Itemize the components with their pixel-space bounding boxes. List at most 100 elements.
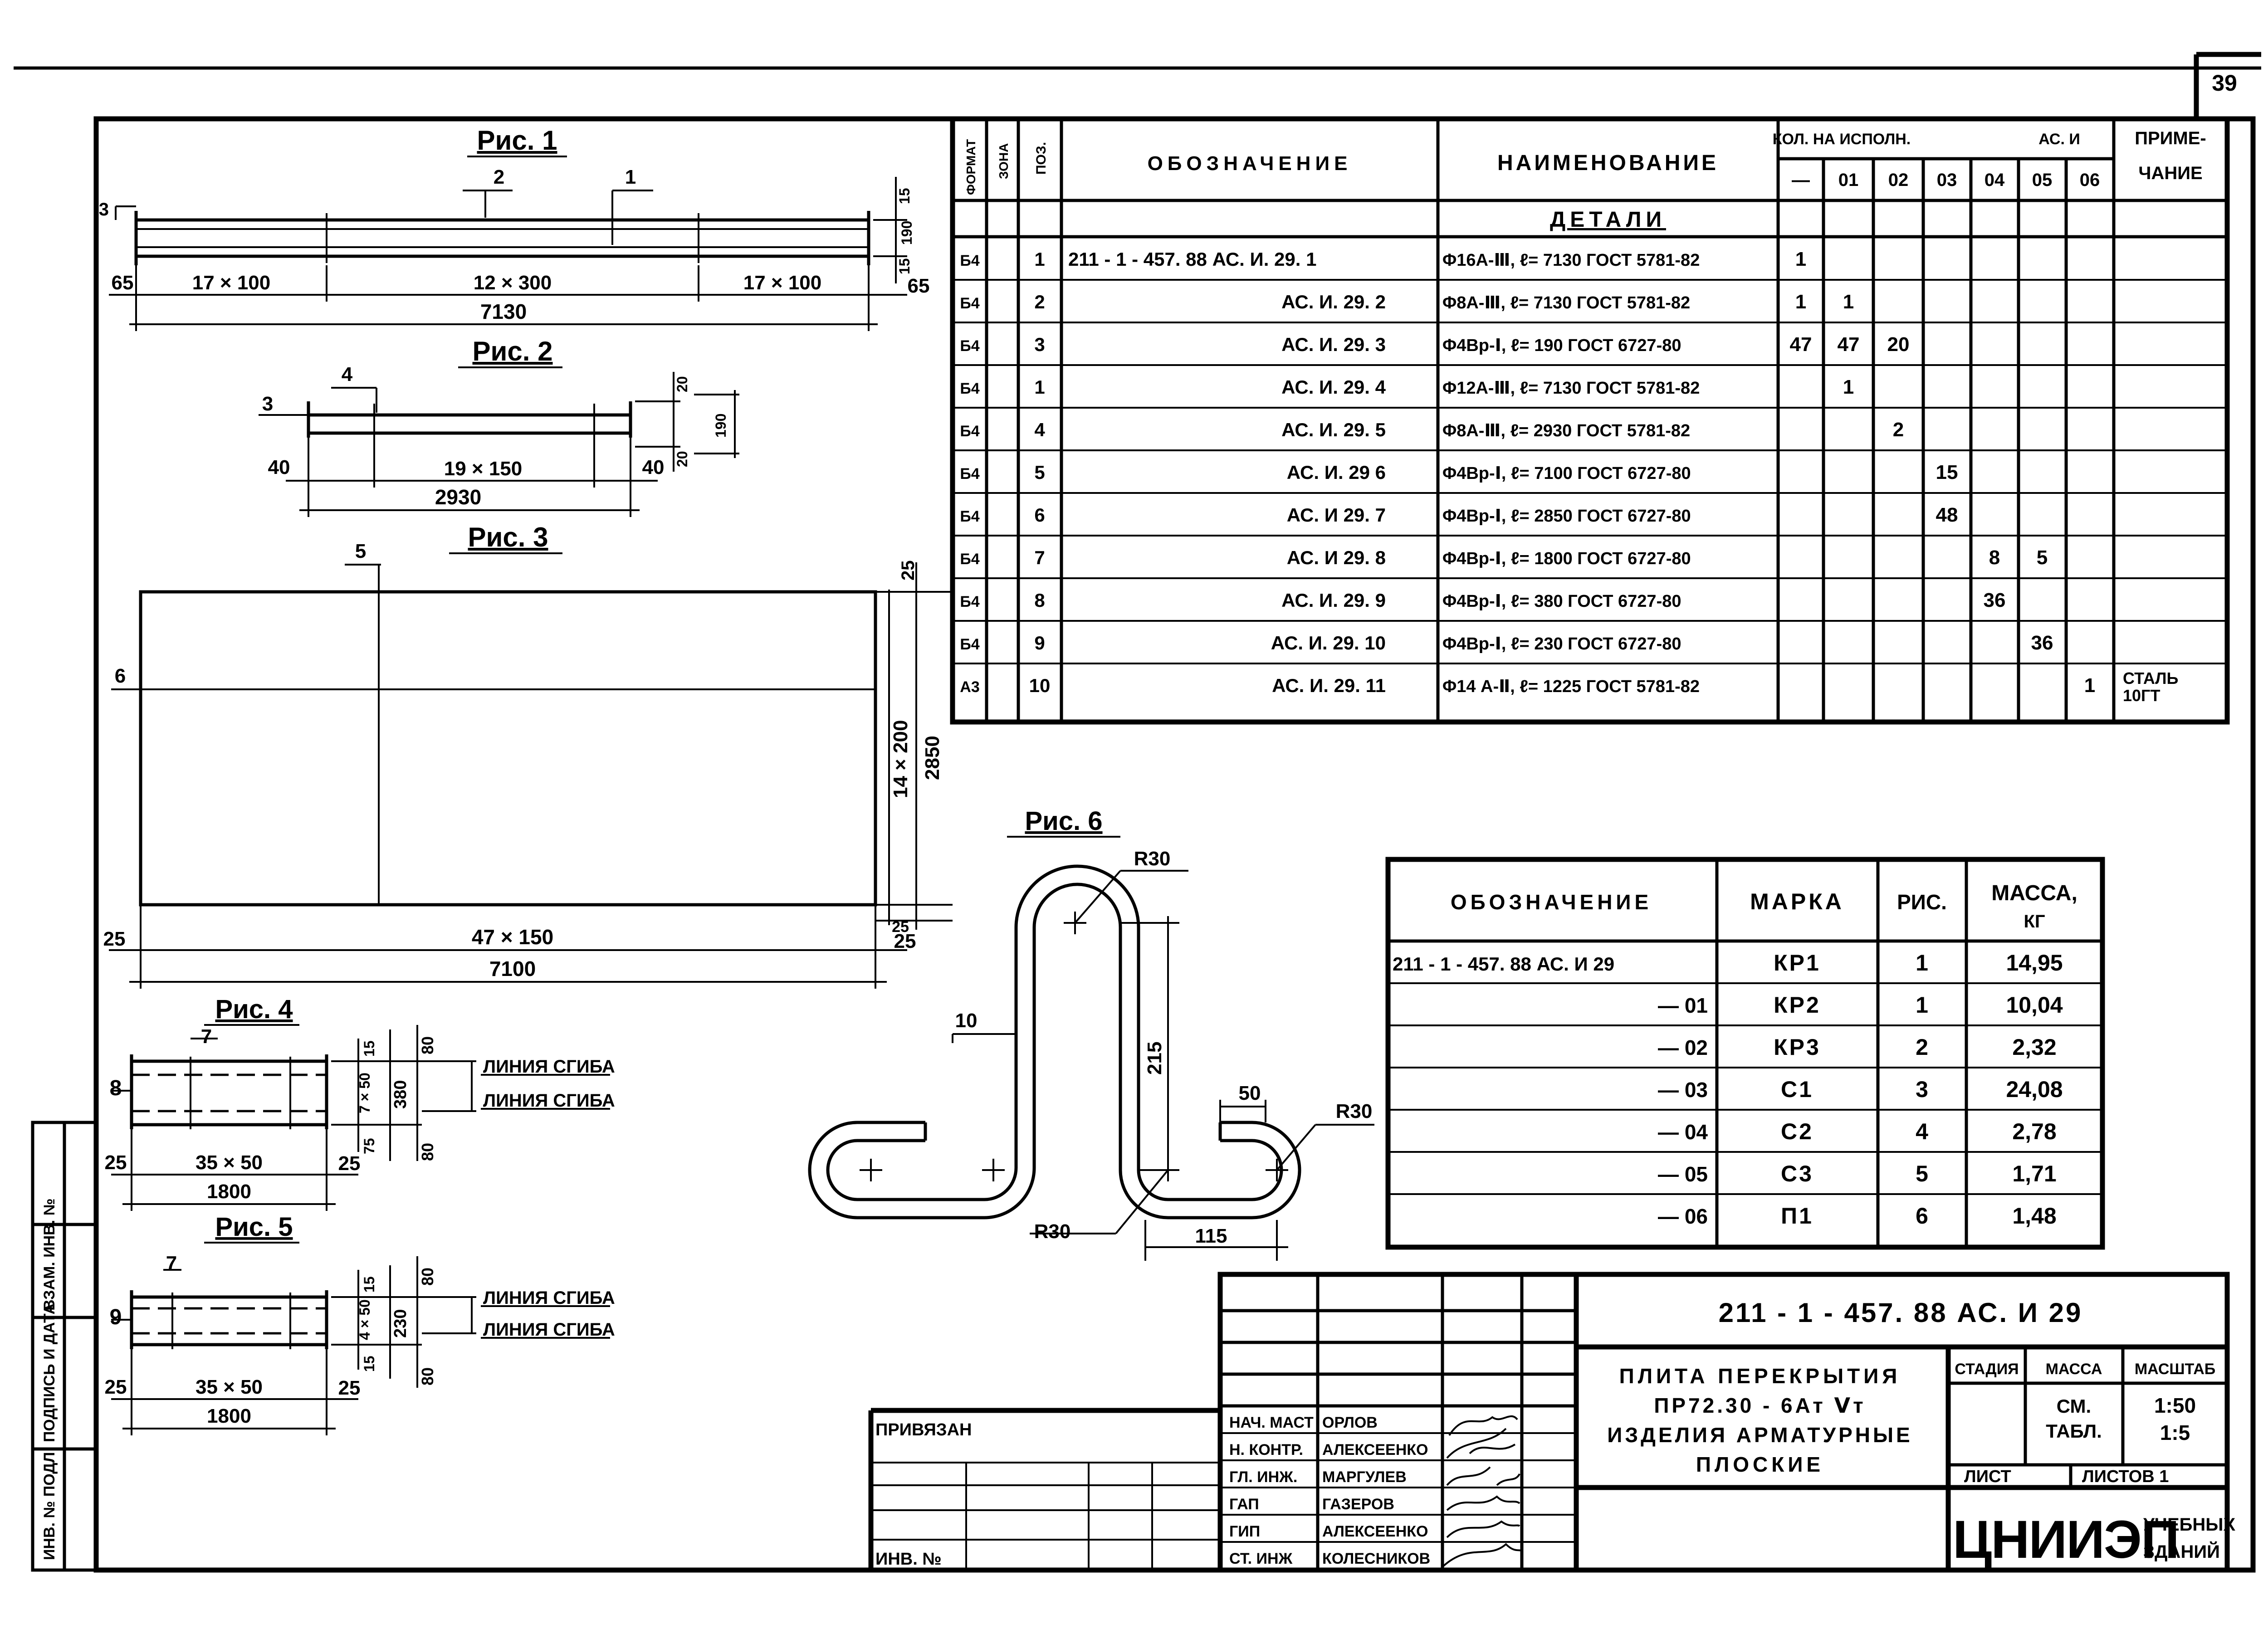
scale-value-1: 1:50 [2154, 1394, 2196, 1417]
marks-row-fig: 3 [1916, 1077, 1928, 1102]
marks-row-designation: — 02 [1658, 1036, 1708, 1059]
fig1-dim-65a: 65 [112, 272, 134, 294]
doc-code: 211 - 1 - 457. 88 АС. И 29 [1719, 1297, 2083, 1328]
spec-row-designation: АС. И. 29. 5 [1281, 419, 1386, 440]
marks-row-designation: — 01 [1658, 994, 1708, 1017]
fig2-drawing: Рис. 2 4 3 20 190 20 40 19 × 150 40 2930 [259, 336, 739, 517]
fig1-pos2: 2 [494, 166, 504, 188]
marks-row-fig: 1 [1916, 950, 1928, 976]
spec-row-format: Б4 [960, 593, 979, 610]
scale-label: МАСШТАБ [2135, 1361, 2215, 1378]
spec-row-name: Φ4Вр-Ⅰ, ℓ= 230 ГОСТ 6727-80 [1442, 634, 1681, 654]
spec-row-format: Б4 [960, 465, 979, 483]
marks-header-mark: МАРКА [1750, 889, 1844, 914]
stage-label: СТАДИЯ [1955, 1361, 2019, 1378]
marks-row-mass: 1,71 [2012, 1161, 2056, 1186]
marks-row-designation: — 06 [1658, 1205, 1708, 1228]
role-label: Н. КОНТР. [1229, 1441, 1303, 1458]
spec-row-format: Б4 [960, 423, 979, 440]
fig1-dim-seg3: 17 × 100 [743, 272, 822, 294]
spec-row-qty: 1 [1795, 291, 1806, 313]
spec-row-name: Φ4Вр-Ⅰ, ℓ= 7100 ГОСТ 6727-80 [1442, 464, 1691, 483]
spec-row-pos: 9 [1034, 632, 1045, 654]
marks-header-mass-2: КГ [2024, 912, 2045, 932]
spec-header-format: ФОРМАТ [964, 139, 978, 195]
spec-exec-col: 04 [1984, 170, 2005, 190]
spec-row-name: Φ4Вр-Ⅰ, ℓ= 2850 ГОСТ 6727-80 [1442, 507, 1691, 526]
fig2-dim-20a: 20 [674, 376, 690, 392]
spec-row-designation: АС. И. 29 6 [1287, 462, 1386, 483]
mass-label: МАССА [2046, 1361, 2102, 1378]
fig6-radius-bottom: R30 [1034, 1220, 1071, 1243]
spec-row-qty: 5 [2037, 546, 2048, 569]
marks-row-designation: — 05 [1658, 1162, 1708, 1186]
fig4-bend1: ЛИНИЯ СГИБА [483, 1057, 615, 1077]
title-line-4: ПЛОСКИЕ [1696, 1453, 1824, 1476]
inv-label: ИНВ. № [875, 1550, 942, 1569]
fig6-dim-50: 50 [1239, 1082, 1261, 1104]
spec-header-note-2: ЧАНИЕ [2138, 163, 2202, 183]
spec-row-qty: 36 [1984, 589, 2006, 611]
marks-row-mark: С1 [1781, 1077, 1813, 1102]
marks-row-mark: П1 [1781, 1203, 1813, 1229]
fig1-dim-65b: 65 [908, 275, 930, 297]
spec-row-pos: 3 [1034, 334, 1045, 355]
fig1-dim-total: 7130 [480, 300, 527, 323]
org-sub-1: УЧЕБНЫХ [2143, 1515, 2235, 1535]
spec-row-pos: 1 [1034, 376, 1045, 398]
fig1-dim-15a: 15 [896, 188, 913, 204]
fig5-dim-25b: 25 [338, 1377, 361, 1399]
spec-row-designation: АС. И 29. 8 [1287, 547, 1386, 568]
spec-header-designation: ОБОЗНАЧЕНИЕ [1148, 152, 1352, 175]
fig4-dim-380: 380 [391, 1080, 410, 1109]
spec-exec-col: 03 [1937, 170, 1957, 190]
spec-row-pos: 5 [1034, 462, 1045, 483]
spec-section-title: ДЕТАЛИ [1550, 208, 1666, 232]
spec-row-pos: 8 [1034, 590, 1045, 611]
fig5-dim-15a: 15 [361, 1276, 377, 1293]
role-label: ГИП [1229, 1523, 1260, 1540]
marks-row-fig: 1 [1916, 992, 1928, 1018]
fig4-pos8: 8 [110, 1076, 122, 1100]
sheet-number: 39 [2212, 70, 2237, 96]
spec-exec-col: — [1792, 170, 1810, 190]
spec-row-name: Φ4Вр-Ⅰ, ℓ= 190 ГОСТ 6727-80 [1442, 336, 1681, 355]
spec-row-format: Б4 [960, 252, 979, 269]
side-stamp-inv-label: ИНВ. № ПОДЛ [41, 1452, 58, 1560]
spec-row-designation: 211 - 1 - 457. 88 АС. И. 29. 1 [1068, 249, 1316, 270]
title-line-2: ПР72.30 - 6Ат Ⅴт [1654, 1394, 1866, 1417]
fig4-dim-25b: 25 [338, 1152, 361, 1175]
role-person: КОЛЕСНИКОВ [1322, 1550, 1430, 1567]
sheet-label: ЛИСТ [1964, 1467, 2011, 1486]
spec-row-qty: 1 [1843, 291, 1854, 313]
fig4-dim-80a: 80 [418, 1036, 437, 1054]
fig5-bend1: ЛИНИЯ СГИБА [483, 1288, 615, 1308]
spec-row-format: Б4 [960, 551, 979, 568]
spec-row-name: Φ4Вр-Ⅰ, ℓ= 380 ГОСТ 6727-80 [1442, 592, 1681, 611]
fig1-dim-190: 190 [899, 221, 915, 245]
spec-row-pos: 2 [1034, 291, 1045, 312]
fig5-dim-25a: 25 [105, 1376, 127, 1398]
spec-row-note: СТАЛЬ [2123, 669, 2178, 688]
role-label: НАЧ. МАСТ [1229, 1414, 1314, 1431]
side-stamp-repl-label: ВЗАМ. ИНВ. № [41, 1198, 58, 1311]
spec-exec-col: 01 [1838, 170, 1859, 190]
fig5-dim-total: 1800 [207, 1405, 251, 1427]
fig2-dim-20b: 20 [674, 451, 690, 467]
fig4-dim-7x50: 7 × 50 [357, 1073, 373, 1113]
fig2-pos4: 4 [342, 363, 353, 385]
spec-row-format: Б4 [960, 295, 979, 312]
marks-row-mass: 10,04 [2006, 992, 2063, 1018]
spec-exec-col: 05 [2032, 170, 2053, 190]
fig4-dim-15: 15 [361, 1040, 377, 1057]
spec-row-format: Б4 [960, 508, 979, 525]
spec-row-name: Φ4Вр-Ⅰ, ℓ= 1800 ГОСТ 6727-80 [1442, 549, 1691, 568]
marks-row-fig: 5 [1916, 1161, 1928, 1186]
marks-row-fig: 4 [1916, 1119, 1928, 1144]
role-label: ГЛ. ИНЖ. [1229, 1468, 1297, 1486]
fig3-title: Рис. 3 [468, 522, 548, 552]
spec-header-ref: АС. И [2038, 131, 2080, 148]
marks-row-mass: 24,08 [2006, 1077, 2063, 1102]
fig1-pos1: 1 [625, 166, 636, 188]
